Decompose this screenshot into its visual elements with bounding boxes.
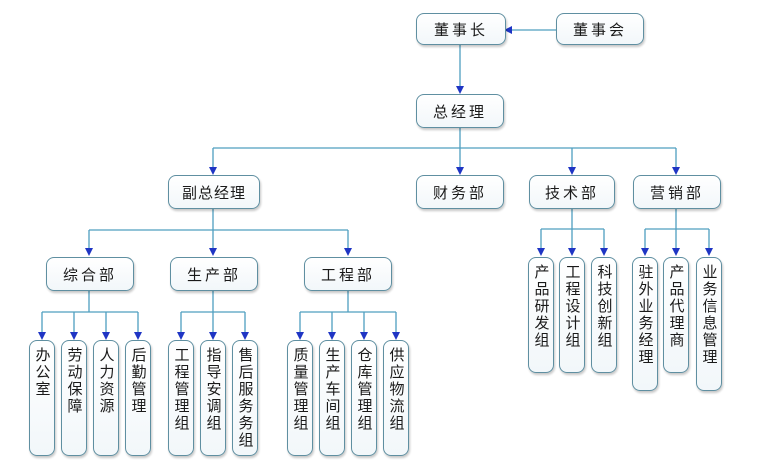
node-product-rd-group: 产品研发组: [528, 257, 554, 373]
node-technology-label: 技术部: [544, 183, 599, 202]
node-eng-mgmt-group-label: 工程管理组: [172, 347, 191, 432]
node-finance-label: 财务部: [432, 183, 487, 202]
node-deputy-gm-label: 副总经理: [181, 183, 246, 202]
node-general-manager-label: 总经理: [432, 102, 487, 121]
node-labor-protection-label: 劳动保障: [65, 347, 84, 415]
node-general-manager: 总经理: [416, 94, 504, 128]
node-workshop-group-label: 生产车间组: [323, 347, 342, 432]
node-office: 办公室: [29, 340, 55, 456]
node-eng-design-group-label: 工程设计组: [563, 264, 582, 349]
node-deputy-gm: 副总经理: [168, 175, 260, 209]
node-technology: 技术部: [529, 175, 615, 209]
node-board: 董事会: [556, 13, 644, 45]
node-finance: 财务部: [416, 175, 504, 209]
node-engineering: 工程部: [304, 257, 392, 291]
node-marketing-label: 营销部: [649, 183, 704, 202]
node-supply-group: 供应物流组: [383, 340, 409, 456]
node-warehouse-group: 仓库管理组: [351, 340, 377, 456]
node-board-label: 董事会: [572, 20, 627, 39]
node-guidance-group-label: 指导安调组: [204, 347, 223, 432]
node-office-label: 办公室: [33, 347, 52, 398]
node-labor-protection: 劳动保障: [61, 340, 87, 456]
node-quality-group: 质量管理组: [287, 340, 313, 456]
node-biz-info-label: 业务信息管理: [700, 264, 719, 366]
node-innovation-group-label: 科技创新组: [595, 264, 614, 349]
node-workshop-group: 生产车间组: [319, 340, 345, 456]
node-production: 生产部: [170, 257, 258, 291]
node-eng-design-group: 工程设计组: [559, 257, 585, 373]
node-logistics-label: 后勤管理: [129, 347, 148, 415]
node-agent: 产品代理商: [663, 257, 689, 373]
node-after-sales-group: 售后服务务组: [232, 340, 258, 456]
node-eng-mgmt-group: 工程管理组: [168, 340, 194, 456]
node-general-affairs: 综合部: [46, 257, 134, 291]
node-marketing: 营销部: [633, 175, 721, 209]
node-product-rd-group-label: 产品研发组: [532, 264, 551, 349]
node-after-sales-group-label: 售后服务务组: [236, 347, 255, 449]
node-chairman: 董事长: [416, 13, 506, 45]
node-agent-label: 产品代理商: [667, 264, 686, 349]
node-logistics: 后勤管理: [125, 340, 151, 456]
node-field-manager: 驻外业务经理: [632, 257, 658, 391]
node-innovation-group: 科技创新组: [591, 257, 617, 373]
node-hr: 人力资源: [93, 340, 119, 456]
node-engineering-label: 工程部: [320, 265, 375, 284]
node-biz-info: 业务信息管理: [696, 257, 722, 391]
node-production-label: 生产部: [186, 265, 241, 284]
node-guidance-group: 指导安调组: [200, 340, 226, 456]
node-field-manager-label: 驻外业务经理: [636, 264, 655, 366]
node-quality-group-label: 质量管理组: [291, 347, 310, 432]
node-supply-group-label: 供应物流组: [387, 347, 406, 432]
node-chairman-label: 董事长: [433, 20, 488, 39]
node-warehouse-group-label: 仓库管理组: [355, 347, 374, 432]
node-general-affairs-label: 综合部: [62, 265, 117, 284]
node-hr-label: 人力资源: [97, 347, 116, 415]
